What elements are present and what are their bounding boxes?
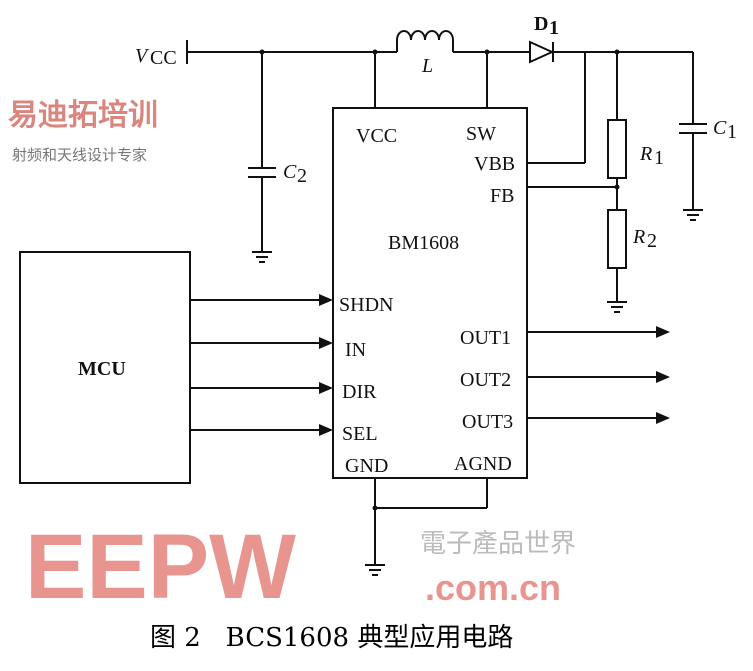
diode-d1 [529, 40, 555, 64]
svg-text:.com.cn: .com.cn [425, 567, 561, 608]
svg-text:V: V [135, 45, 150, 67]
svg-text:1: 1 [549, 17, 559, 39]
bm1608-chip [332, 107, 528, 479]
svg-text:OUT3: OUT3 [462, 411, 513, 433]
svg-text:SW: SW [466, 123, 496, 145]
svg-text:L: L [421, 55, 433, 77]
svg-text:IN: IN [345, 339, 366, 361]
svg-text:R: R [632, 226, 645, 248]
svg-text:VBB: VBB [474, 153, 515, 175]
svg-text:OUT1: OUT1 [460, 327, 511, 349]
inductor-l [396, 30, 454, 52]
svg-text:AGND: AGND [454, 453, 512, 475]
resistor-divider [607, 49, 627, 313]
figure-caption: 图 2 BCS1608 典型应用电路 [150, 623, 513, 653]
svg-text:GND: GND [345, 455, 388, 477]
svg-text:VCC: VCC [356, 125, 397, 147]
svg-text:2: 2 [647, 230, 657, 252]
mcu-signals [190, 294, 333, 436]
svg-text:C: C [283, 161, 297, 183]
svg-text:電子產品世界: 電子產品世界 [420, 529, 576, 559]
eepw-watermark: EEPW 電子產品世界 .com.cn [25, 516, 576, 618]
svg-text:SHDN: SHDN [339, 294, 393, 316]
capacitor-c1 [679, 52, 707, 221]
svg-text:D: D [534, 13, 548, 35]
svg-text:CC: CC [150, 47, 177, 69]
svg-text:DIR: DIR [342, 381, 377, 403]
svg-text:易迪拓培训: 易迪拓培训 [8, 98, 158, 133]
svg-text:OUT2: OUT2 [460, 369, 511, 391]
mcu-block [19, 251, 191, 484]
svg-text:SEL: SEL [342, 423, 378, 445]
svg-text:MCU: MCU [78, 358, 126, 380]
svg-text:EEPW: EEPW [25, 516, 296, 618]
svg-text:C: C [713, 117, 727, 139]
svg-text:1: 1 [727, 121, 737, 143]
capacitor-c2 [248, 49, 276, 263]
svg-text:FB: FB [490, 185, 514, 207]
brand-watermark: 易迪拓培训 射频和天线设计专家 [8, 98, 158, 164]
svg-text:BM1608: BM1608 [388, 232, 459, 254]
svg-text:2: 2 [297, 165, 307, 187]
output-arrows [527, 326, 670, 424]
svg-text:R: R [639, 143, 652, 165]
svg-text:1: 1 [654, 147, 664, 169]
vcc-rail [186, 30, 693, 64]
chip-ground [365, 478, 488, 576]
svg-text:射频和天线设计专家: 射频和天线设计专家 [12, 146, 147, 164]
